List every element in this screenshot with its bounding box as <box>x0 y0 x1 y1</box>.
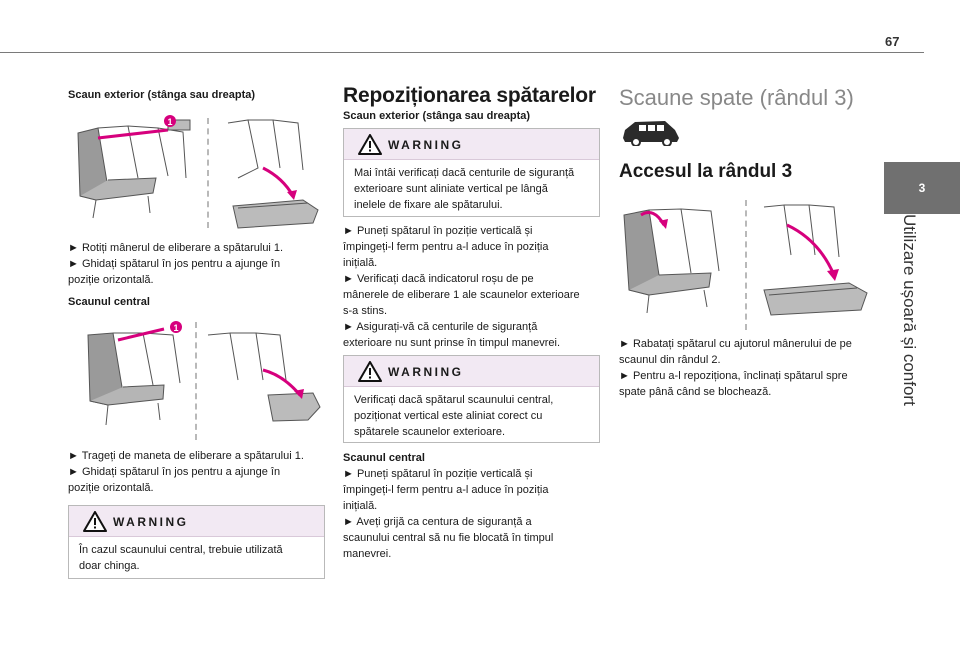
col1-steps-1: ► Rotiți mânerul de eliberare a spătarul… <box>68 242 284 286</box>
col2-steps-2: ► Puneți spătarul în poziție verticală ș… <box>343 468 554 560</box>
seat-fold-central-illustration: 1 <box>87 321 321 426</box>
warning-header: WARNING <box>69 506 324 537</box>
warning-header: WARNING <box>344 356 599 387</box>
col2-heading-2: Scaunul central <box>343 452 425 464</box>
page-number: 67 <box>885 34 900 49</box>
col1-warning-box: WARNING În cazul scaunului central, treb… <box>68 505 325 579</box>
warning-triangle-icon <box>83 511 107 532</box>
warning-title: WARNING <box>388 138 464 152</box>
warning-header: WARNING <box>344 129 599 160</box>
chapter-label: Utilizare ușoară și confort <box>900 214 919 406</box>
col1-heading: Scaun exterior (stânga sau dreapta) <box>68 89 256 101</box>
row3-access-illustration <box>623 204 868 316</box>
col1-steps-2: ► Trageți de maneta de eliberare a spăta… <box>68 450 304 494</box>
col2-steps: ► Puneți spătarul în poziție verticală ș… <box>343 225 580 349</box>
chapter-tab[interactable]: 3 <box>884 162 960 214</box>
warning-title: WARNING <box>113 515 189 529</box>
col2-warning-box-1: WARNING Mai întâi verificați dacă centur… <box>343 128 600 217</box>
illustration-divider <box>207 118 209 228</box>
vehicle-icon <box>623 121 679 146</box>
col3-steps: ► Rabatați spătarul cu ajutorul mânerulu… <box>619 338 852 398</box>
seat-fold-outer-illustration: 1 <box>77 115 319 229</box>
illustration-divider <box>745 200 747 330</box>
warning-triangle-icon <box>358 361 382 382</box>
warning-text: În cazul scaunului central, trebuie util… <box>79 544 283 572</box>
marker-1b: 1 <box>173 323 178 333</box>
col2-subtitle: Scaun exterior (stânga sau dreapta) <box>343 110 531 122</box>
col2-title: Repoziționarea spătarelor <box>343 84 596 107</box>
col3-heading: Accesul la rândul 3 <box>619 161 793 182</box>
warning-text: Verificați dacă spătarul scaunului centr… <box>354 394 554 438</box>
header-rule <box>0 52 924 53</box>
col1-heading-2: Scaunul central <box>68 296 150 308</box>
illustration-divider <box>195 322 197 440</box>
col3-title: Scaune spate (rândul 3) <box>619 85 854 110</box>
col2-warning-box-2: WARNING Verificați dacă spătarul scaunul… <box>343 355 600 443</box>
warning-title: WARNING <box>388 365 464 379</box>
warning-triangle-icon <box>358 134 382 155</box>
marker-1: 1 <box>167 117 172 127</box>
warning-text: Mai întâi verificați dacă centurile de s… <box>354 167 575 211</box>
chapter-number: 3 <box>918 181 926 195</box>
